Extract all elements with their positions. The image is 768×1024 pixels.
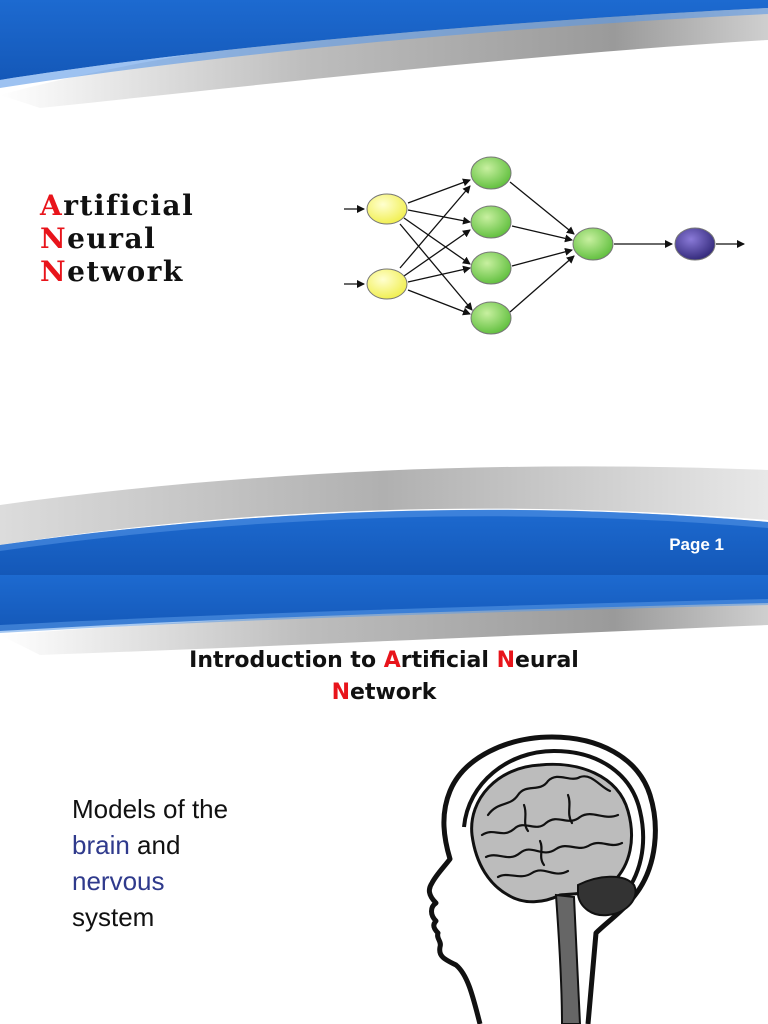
body-line-1: Models of the xyxy=(72,794,229,824)
title-line-network: Network xyxy=(40,256,184,288)
title-text: rtificial xyxy=(400,648,497,673)
emphasis-nervous: nervous xyxy=(72,866,165,896)
slide-2-background xyxy=(0,575,768,1024)
network-nodes xyxy=(366,156,716,335)
title-text: etwork xyxy=(350,680,437,705)
title-line-2: Network xyxy=(0,677,768,709)
brain-in-head-icon xyxy=(426,734,658,1024)
title-initial: N xyxy=(496,648,516,673)
top-band xyxy=(0,575,768,655)
output-node xyxy=(674,227,716,261)
body-and: and xyxy=(129,830,181,860)
title-initial: A xyxy=(383,648,401,673)
title-text: Introduction to xyxy=(189,648,384,673)
title-rest: rtificial xyxy=(63,189,195,222)
top-band xyxy=(0,0,768,108)
title-initial: N xyxy=(40,255,68,288)
title-line-artificial: Artificial xyxy=(40,190,194,222)
title-rest: eural xyxy=(67,222,157,255)
title-line-neural: Neural xyxy=(40,223,156,255)
title-rest: etwork xyxy=(67,255,184,288)
input-node xyxy=(366,268,408,300)
hidden-node xyxy=(470,156,512,190)
body-line-2: brain and xyxy=(72,827,228,863)
slide-1: Artificial Neural Network Page 1 xyxy=(0,0,768,575)
body-line-4: system xyxy=(72,902,155,932)
body-line-3: nervous xyxy=(72,863,228,899)
neural-network-diagram xyxy=(344,178,745,316)
page-number: Page 1 xyxy=(669,535,724,554)
input-node xyxy=(366,193,408,225)
title-line-1: Introduction to Artificial Neural xyxy=(0,645,768,677)
hidden-node xyxy=(572,227,614,261)
hidden-node xyxy=(470,205,512,239)
slide-2-title: Introduction to Artificial Neural Networ… xyxy=(0,645,768,709)
slide-2: Introduction to Artificial Neural Networ… xyxy=(0,575,768,1024)
hidden-node xyxy=(470,301,512,335)
slide-1-background xyxy=(0,0,768,575)
emphasis-brain: brain xyxy=(72,830,130,860)
title-initial: N xyxy=(40,222,68,255)
bottom-band xyxy=(0,466,768,575)
hidden-node xyxy=(470,251,512,285)
title-initial: A xyxy=(40,189,64,222)
title-initial: N xyxy=(331,680,351,705)
body-text: Models of the brain and nervous system xyxy=(72,791,228,935)
title-text: eural xyxy=(515,648,579,673)
